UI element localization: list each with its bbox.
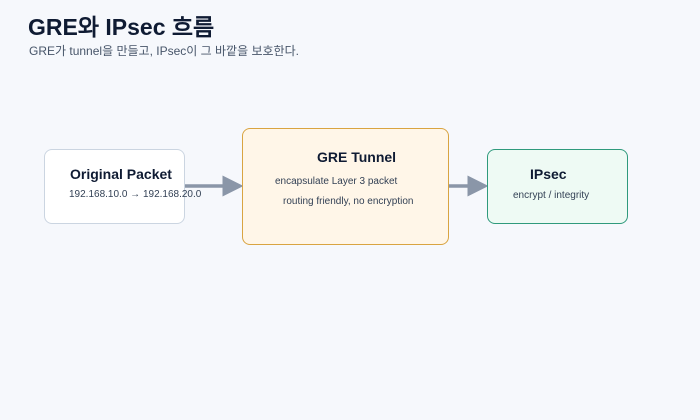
- node-gre-tunnel-detail-1: encapsulate Layer 3 packet: [275, 176, 398, 187]
- node-gre-tunnel-detail-2: routing friendly, no encryption: [283, 196, 414, 207]
- node-ipsec-detail: encrypt / integrity: [513, 190, 590, 201]
- node-ipsec: IPsec encrypt / integrity: [487, 149, 628, 224]
- node-original-packet: Original Packet 192.168.10.0 → 192.168.2…: [44, 149, 201, 224]
- node-original-packet-detail: 192.168.10.0 → 192.168.20.0: [69, 189, 202, 200]
- node-gre-tunnel: GRE Tunnel encapsulate Layer 3 packet ro…: [242, 128, 449, 245]
- node-gre-tunnel-title: GRE Tunnel: [317, 149, 397, 165]
- node-ipsec-title: IPsec: [530, 166, 567, 182]
- page-subtitle: GRE가 tunnel을 만들고, IPsec이 그 바깥을 보호한다.: [29, 44, 299, 58]
- page-title: GRE와 IPsec 흐름: [28, 14, 215, 40]
- node-original-packet-title: Original Packet: [70, 166, 172, 182]
